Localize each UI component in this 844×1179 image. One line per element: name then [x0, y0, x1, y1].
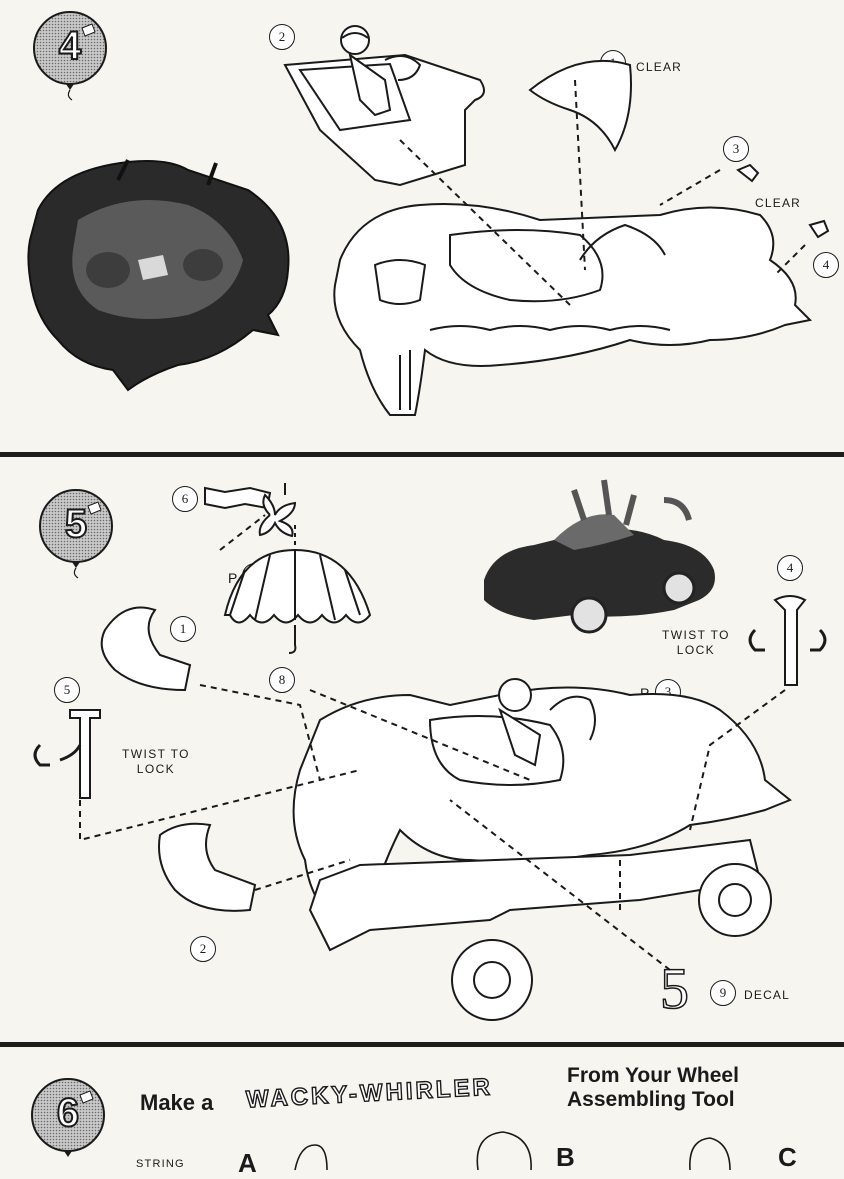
letter-c: C: [778, 1142, 797, 1172]
assembling-tool-text: Assembling Tool: [567, 1088, 735, 1111]
callout-6: 6: [172, 486, 198, 512]
twist-line2: LOCK: [676, 643, 716, 657]
step-5-car-drawing: [33, 483, 827, 1021]
callout-2: 2: [190, 936, 216, 962]
step-6-balloon: 6: [28, 1075, 108, 1165]
letter-a: A: [238, 1148, 257, 1178]
step-number: 4: [58, 23, 82, 69]
callout-4: 4: [777, 555, 803, 581]
twist-to-lock-left: TWIST TO LOCK: [122, 747, 190, 777]
twist-line2: LOCK: [136, 762, 176, 776]
decal-label: DECAL: [744, 988, 791, 1002]
twist-line1: TWIST TO: [662, 628, 730, 642]
callout-8: 8: [269, 667, 295, 693]
balloon-icon: [39, 489, 113, 579]
step-5-balloon: 5: [36, 486, 116, 579]
divider-2: [0, 1042, 844, 1047]
clear-label-top: CLEAR: [636, 60, 683, 74]
letter-b: B: [556, 1142, 575, 1172]
clear-label-side: CLEAR: [755, 196, 802, 210]
p-label-3: P: [640, 685, 651, 701]
string-label: STRING: [136, 1158, 185, 1170]
step-4-car-drawing: [283, 25, 830, 416]
finished-car-photo: [474, 470, 724, 650]
balloon-icon: [33, 11, 107, 101]
make-a-text: Make a: [140, 1090, 214, 1115]
step-number: 6: [56, 1090, 80, 1136]
twist-to-lock-right: TWIST TO LOCK: [662, 628, 730, 658]
decal-5-glyph: 5: [659, 955, 690, 1022]
twist-line1: TWIST TO: [122, 747, 190, 761]
chassis-photo: [18, 150, 298, 392]
callout-1: 1: [170, 616, 196, 642]
wacky-whirler-text: WACKY-WHIRLER: [245, 1073, 494, 1114]
step-6-partial-drawings: [294, 1131, 731, 1171]
callout-4: 4: [813, 252, 839, 278]
step-number: 5: [64, 501, 88, 547]
divider-1: [0, 452, 844, 457]
callout-9: 9: [710, 980, 736, 1006]
callout-3: 3: [723, 136, 749, 162]
callout-5: 5: [54, 677, 80, 703]
p-label-7: P: [228, 570, 239, 586]
balloon-icon: [31, 1078, 105, 1157]
from-your-wheel-text: From Your Wheel: [567, 1064, 739, 1087]
callout-2: 2: [269, 24, 295, 50]
step-4-balloon: 4: [30, 8, 110, 101]
